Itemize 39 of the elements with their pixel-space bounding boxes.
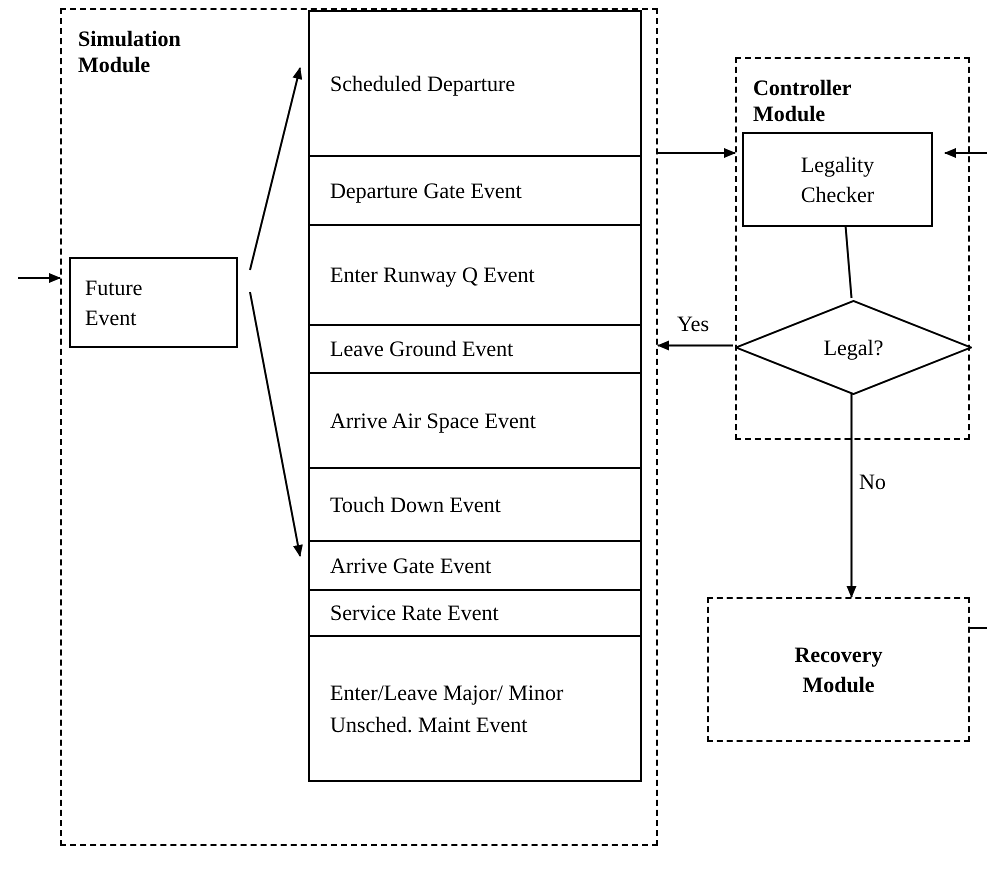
connector-line: [970, 627, 987, 629]
event-row: [308, 467, 642, 542]
arrow: [18, 273, 61, 283]
module-frame: [60, 8, 658, 846]
event-row: [308, 589, 642, 637]
event-row: [308, 155, 642, 226]
arrow: [944, 148, 987, 158]
node-label: Enter/Leave Major/ Minor Unsched. Maint Event: [330, 678, 564, 738]
node-label: Enter Runway Q Event: [330, 261, 535, 289]
arrow: [249, 292, 303, 557]
arrow: [846, 393, 856, 598]
event-row: [308, 324, 642, 374]
process-box: [69, 257, 238, 348]
arrow: [657, 340, 733, 350]
node-label: Controller Module: [753, 75, 852, 127]
process-box: [742, 132, 933, 227]
node-label: Arrive Gate Event: [330, 552, 492, 580]
node-label: Legality Checker: [800, 150, 876, 208]
module-frame: [735, 57, 970, 440]
node-label: Simulation Module: [78, 26, 182, 78]
node-label: Departure Gate Event: [330, 176, 522, 205]
node-label: Service Rate Event: [330, 599, 499, 627]
node-label: Recovery Module: [794, 640, 884, 698]
connector-line: [844, 224, 852, 298]
decision-diamond: [735, 300, 972, 395]
node-label: Scheduled Departure: [330, 70, 516, 98]
event-row: [308, 635, 642, 782]
event-row: [308, 540, 642, 591]
event-row: [308, 372, 642, 469]
node-label: Future Event: [85, 274, 144, 332]
node-label: Leave Ground Event: [330, 335, 514, 363]
node-label: Arrive Air Space Event: [330, 406, 536, 435]
event-row: [308, 224, 642, 326]
node-label: Touch Down Event: [330, 490, 501, 518]
module-frame: [707, 597, 970, 742]
node-label: Legal?: [824, 334, 884, 362]
arrow: [249, 67, 302, 270]
arrow: [658, 148, 736, 158]
event-row: [308, 10, 642, 157]
